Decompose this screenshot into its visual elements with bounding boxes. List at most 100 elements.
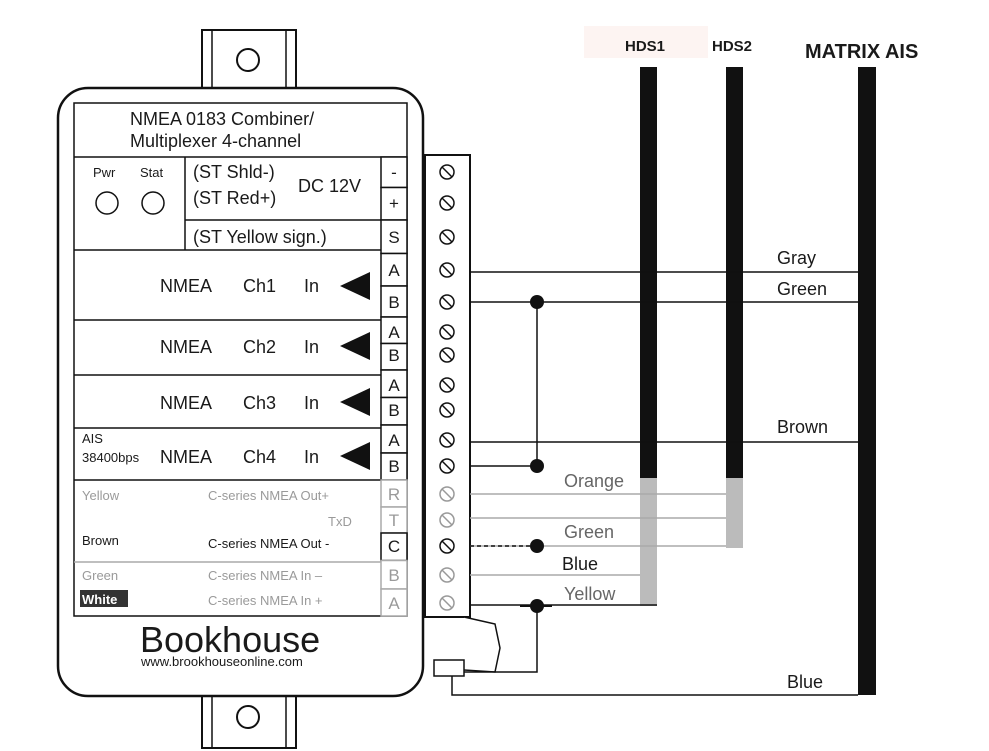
channel-3-dir: In <box>304 393 319 413</box>
brand-name: Bookhouse <box>140 619 320 660</box>
terminal-letter: A <box>388 431 400 450</box>
screw-icon <box>439 164 455 180</box>
terminal-letter: B <box>388 293 399 312</box>
terminal-letter: C <box>388 537 400 556</box>
power-voltage-label: DC 12V <box>298 176 361 196</box>
channel-1-dir: In <box>304 276 319 296</box>
terminal-cell <box>380 588 408 617</box>
terminal-letter: A <box>388 594 400 613</box>
ais-label-line2: 38400bps <box>82 450 140 465</box>
channel-4-nmea: NMEA <box>160 447 212 467</box>
terminal-letter: A <box>388 261 400 280</box>
terminal-letter: - <box>391 163 397 182</box>
terminal-cell <box>380 156 408 189</box>
power-red-label: (ST Red+) <box>193 188 276 208</box>
power-shield-label: (ST Shld-) <box>193 162 275 182</box>
channel-2-dir: In <box>304 337 319 357</box>
terminal-letter: A <box>388 376 400 395</box>
hds1-cable-faded <box>640 478 657 606</box>
terminal-letter: B <box>388 346 399 365</box>
channel-4-ch: Ch4 <box>243 447 276 467</box>
cseries-white-label: White <box>82 592 117 607</box>
screw-icon <box>439 512 455 528</box>
terminal-cell <box>380 479 408 508</box>
channel-4-dir: In <box>304 447 319 467</box>
matrix-ais-label: MATRIX AIS <box>805 41 918 63</box>
wire-label-green-top: Green <box>777 279 827 299</box>
hds1-label-background <box>584 26 708 58</box>
terminal-letter: R <box>388 485 400 504</box>
junction-dot-1 <box>530 295 544 309</box>
wire-ground-return <box>464 605 538 673</box>
cseries-green-label: Green <box>82 568 118 583</box>
terminal-letter: B <box>388 457 399 476</box>
channel-1: NMEA Ch1 In <box>160 272 370 300</box>
channel-2: NMEA Ch2 In <box>160 332 370 360</box>
led-pwr-label: Pwr <box>93 165 116 180</box>
matrix-ais-cable <box>858 67 876 695</box>
hds2-label: HDS2 <box>712 38 752 55</box>
hds2-cable-faded <box>726 478 743 548</box>
screw-icon <box>439 377 455 393</box>
screw-icon <box>439 486 455 502</box>
cseries-out-minus-label: C-series NMEA Out - <box>208 536 329 551</box>
wire-label-gray: Gray <box>777 248 816 268</box>
cseries-out-plus-label: C-series NMEA Out+ <box>208 488 329 503</box>
led-stat-indicator <box>141 191 165 215</box>
cseries-txd-label: TxD <box>328 514 352 529</box>
brand-url: www.brookhouseonline.com <box>140 654 303 669</box>
terminal-letter: A <box>388 323 400 342</box>
led-stat-label: Stat <box>140 165 164 180</box>
terminal-cell <box>380 316 408 345</box>
hds1-label: HDS1 <box>625 38 665 55</box>
screw-icon <box>439 595 455 611</box>
cseries-white-badge <box>80 590 128 607</box>
wire-label-orange: Orange <box>564 471 624 491</box>
channel-4-input-arrow-icon <box>340 442 370 470</box>
channel-3-nmea: NMEA <box>160 393 212 413</box>
channel-2-input-arrow-icon <box>340 332 370 360</box>
screw-icon <box>439 324 455 340</box>
cseries-yellow-label: Yellow <box>82 488 120 503</box>
terminal-letter: B <box>388 566 399 585</box>
wire-label-green-low: Green <box>564 522 614 542</box>
terminal-letter: S <box>388 228 399 247</box>
screw-icon <box>439 262 455 278</box>
channel-1-ch: Ch1 <box>243 276 276 296</box>
wire-blue-bottom <box>451 676 858 696</box>
screw-icon <box>439 229 455 245</box>
screw-terminals <box>439 164 455 611</box>
junction-dot-2 <box>530 459 544 473</box>
screw-icon <box>439 294 455 310</box>
screw-icon <box>439 347 455 363</box>
device-title-line1: NMEA 0183 Combiner/ <box>130 109 314 129</box>
terminal-cell <box>380 342 408 371</box>
channel-4: AIS 38400bps NMEA Ch4 In <box>82 431 370 470</box>
screw-icon <box>439 402 455 418</box>
screw-icon <box>439 195 455 211</box>
device-title-line2: Multiplexer 4-channel <box>130 131 301 151</box>
terminal-letter: B <box>388 401 399 420</box>
terminal-letter: T <box>389 511 399 530</box>
channel-2-nmea: NMEA <box>160 337 212 357</box>
ais-label-line1: AIS <box>82 431 103 446</box>
terminal-cell <box>380 369 408 399</box>
power-signal-label: (ST Yellow sign.) <box>193 227 327 247</box>
screw-icon <box>439 538 455 554</box>
wire-label-blue-mid: Blue <box>562 554 598 574</box>
wire-label-blue-bottom: Blue <box>787 672 823 692</box>
connector-plug <box>433 616 501 677</box>
channel-2-ch: Ch2 <box>243 337 276 357</box>
cseries-in-plus-label: C-series NMEA In + <box>208 593 323 608</box>
screw-icon <box>439 432 455 448</box>
terminal-cell <box>380 506 408 534</box>
channel-3-ch: Ch3 <box>243 393 276 413</box>
cseries-in-minus-label: C-series NMEA In – <box>208 568 323 583</box>
terminal-letter: + <box>389 194 399 213</box>
terminal-cell <box>380 396 408 426</box>
led-pwr-indicator <box>95 191 119 215</box>
wires <box>451 271 858 696</box>
wire-label-brown: Brown <box>777 417 828 437</box>
